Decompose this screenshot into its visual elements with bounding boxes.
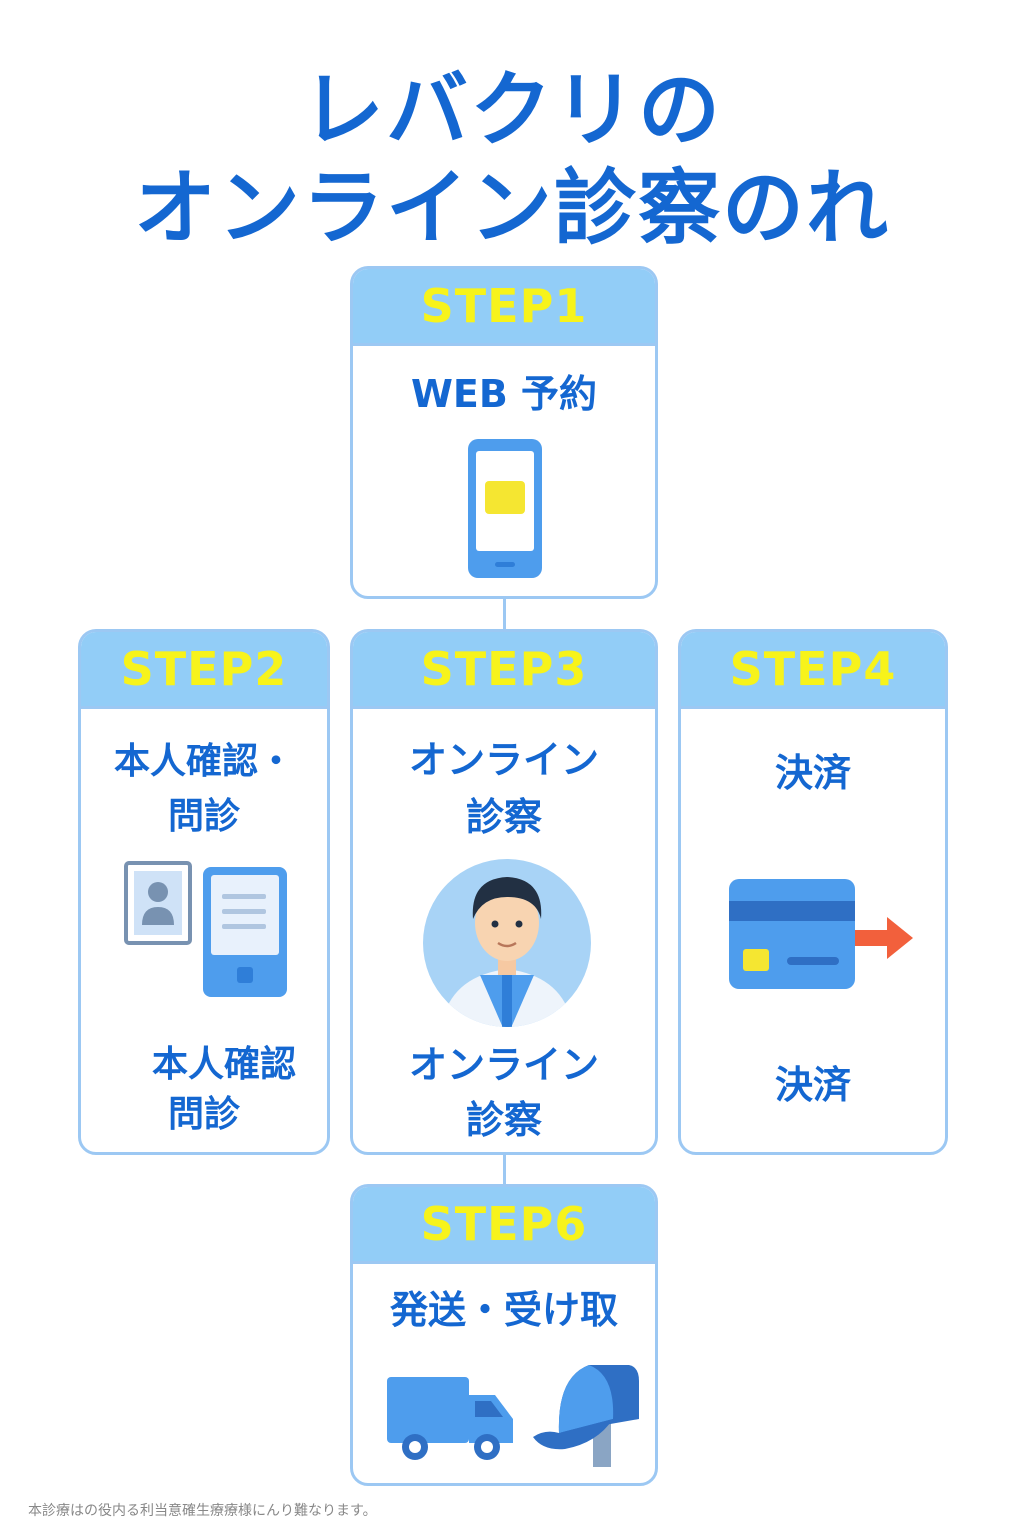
step6-header: STEP6 — [353, 1187, 655, 1264]
smartphone-icon — [468, 439, 542, 578]
step3-text-top-1: オンライン — [408, 738, 599, 782]
page-title-line2: オンライン診察のれ — [133, 161, 890, 256]
step3-text-top-2: 診察 — [465, 795, 542, 839]
step1-text: WEB 予約 — [410, 372, 598, 416]
step4-text-top: 決済 — [774, 751, 851, 795]
page-title-line1: レバクリの — [301, 63, 722, 158]
step2-card: STEP2 本人確認・ 問診 本人確認 問診 — [78, 629, 330, 1155]
step3-header: STEP3 — [353, 632, 655, 709]
step2-header: STEP2 — [81, 632, 327, 709]
step2-text-bottom-1: 本人確認 — [151, 1044, 296, 1085]
step3-card: STEP3 オンライン 診察 オンライン 診察 — [350, 629, 658, 1155]
step1-header: STEP1 — [353, 269, 655, 346]
step3-text-bottom-1: オンライン — [408, 1043, 599, 1087]
connector-step1-step3 — [503, 597, 506, 631]
step4-card: STEP4 決済 決済 — [678, 629, 948, 1155]
id-card-tablet-icon — [124, 861, 287, 997]
doctor-icon — [423, 859, 591, 1027]
footnote: 本診療はの役内る利当意確生療療様にんり難なります。 — [28, 1503, 377, 1519]
step4-header: STEP4 — [681, 632, 945, 709]
delivery-truck-icon — [387, 1377, 513, 1460]
step4-text-bottom: 決済 — [774, 1063, 851, 1107]
step3-text-bottom-2: 診察 — [465, 1098, 542, 1142]
credit-card-arrow-icon — [729, 879, 913, 989]
step6-card: STEP6 発送・受け取 — [350, 1184, 658, 1486]
step2-text-top-2: 問診 — [167, 796, 240, 837]
step2-text-bottom-2: 問診 — [167, 1094, 240, 1135]
step2-text-top-1: 本人確認・ — [113, 741, 294, 782]
mailbox-icon — [533, 1365, 639, 1467]
step1-card: STEP1 WEB 予約 — [350, 266, 658, 599]
step6-text: 発送・受け取 — [389, 1288, 618, 1332]
connector-step3-step6 — [503, 1153, 506, 1186]
